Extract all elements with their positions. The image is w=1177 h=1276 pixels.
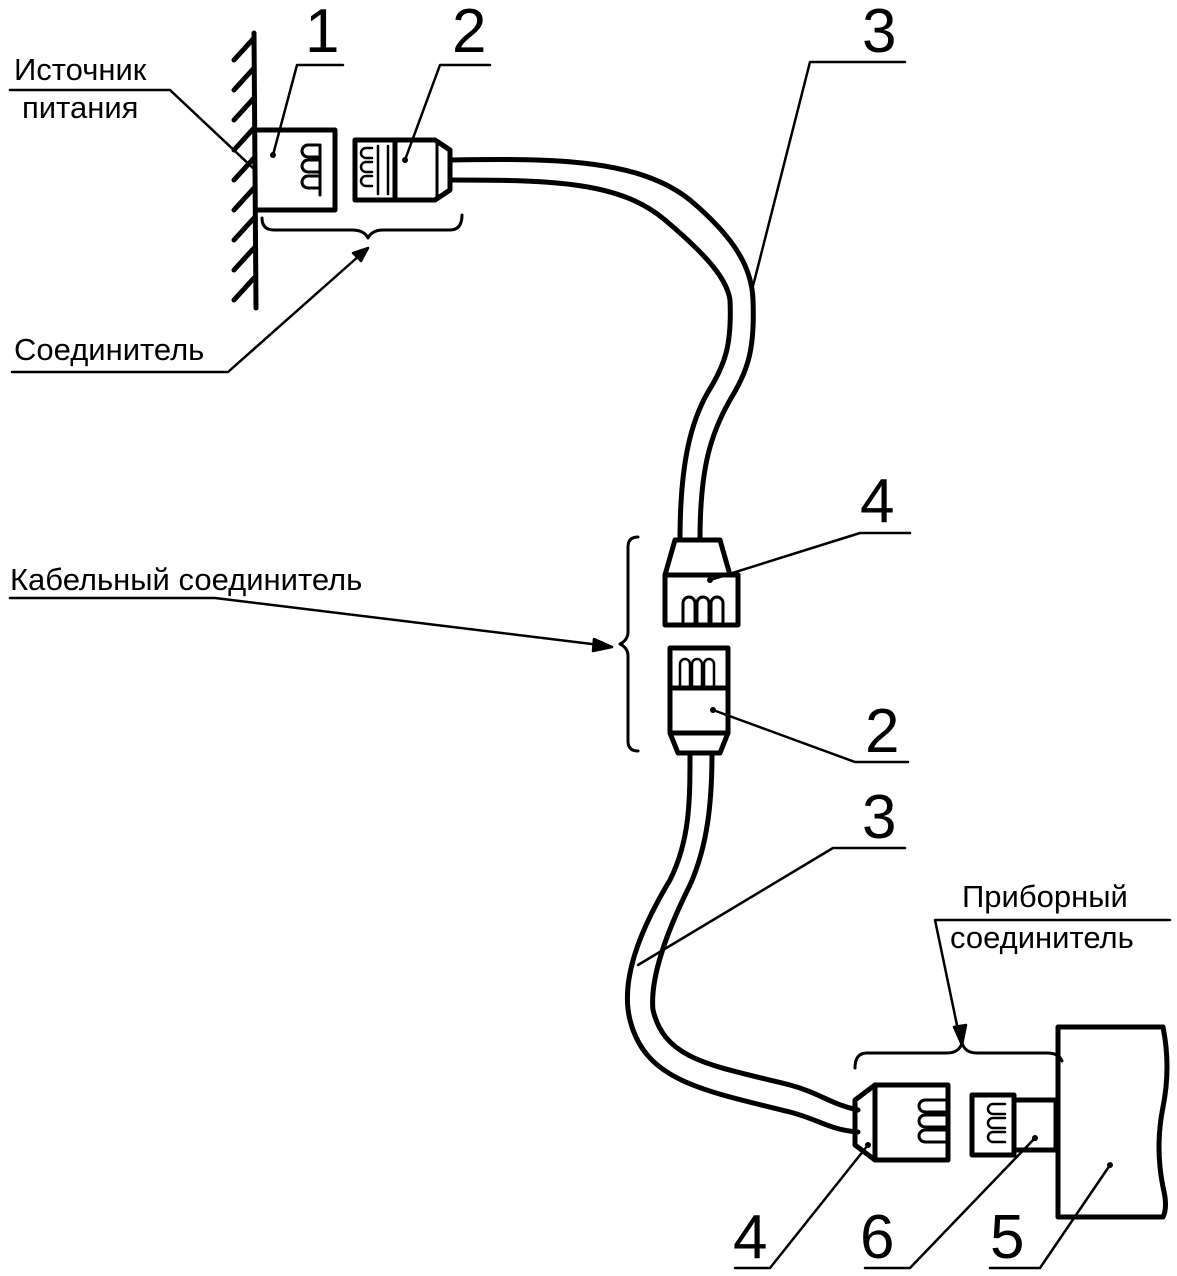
label-power-source-1: Источник: [14, 52, 147, 87]
callout-5: 5: [990, 1203, 1024, 1272]
appliance-connector-brace: [853, 1041, 1064, 1070]
socket-contacts-icon: [917, 1098, 947, 1144]
plug-pins-icon: [359, 144, 390, 196]
wall: [231, 30, 259, 311]
socket-contacts-icon: [681, 595, 725, 625]
outlet-contacts-icon: [300, 143, 322, 197]
callout-3-bottom: 3: [862, 783, 896, 852]
leader-lines: [8, 60, 1172, 1270]
socket-mid-4: [662, 537, 741, 628]
label-cable-connector: Кабельный соединитель: [10, 562, 362, 597]
appliance-inlet-6: [969, 1092, 1059, 1158]
label-appliance-connector-2: соединитель: [950, 920, 1134, 955]
label-power-source-2: питания: [22, 90, 138, 125]
appliance-5: [1055, 1024, 1170, 1220]
plug-pins-icon: [678, 657, 716, 688]
label-connector: Соединитель: [14, 332, 204, 367]
cable-top-3: [448, 157, 756, 543]
callout-4-mid: 4: [860, 467, 894, 536]
inlet-pins-icon: [986, 1102, 1007, 1144]
connector-brace: [260, 213, 464, 240]
socket-bottom-4: [852, 1082, 951, 1163]
callout-6: 6: [860, 1203, 894, 1272]
callout-1: 1: [305, 0, 339, 66]
label-appliance-connector-1: Приборный: [962, 879, 1128, 914]
outlet-1: [253, 127, 338, 213]
cable-bottom-3: [624, 750, 861, 1135]
plug-mid-2: [667, 645, 731, 756]
plug-top-2: [352, 137, 453, 203]
callout-4-bottom: 4: [733, 1203, 767, 1272]
cable-connector-brace: [618, 535, 640, 753]
callout-2-top: 2: [452, 0, 486, 66]
callout-2-mid: 2: [865, 697, 899, 766]
callout-3-top: 3: [862, 0, 896, 66]
